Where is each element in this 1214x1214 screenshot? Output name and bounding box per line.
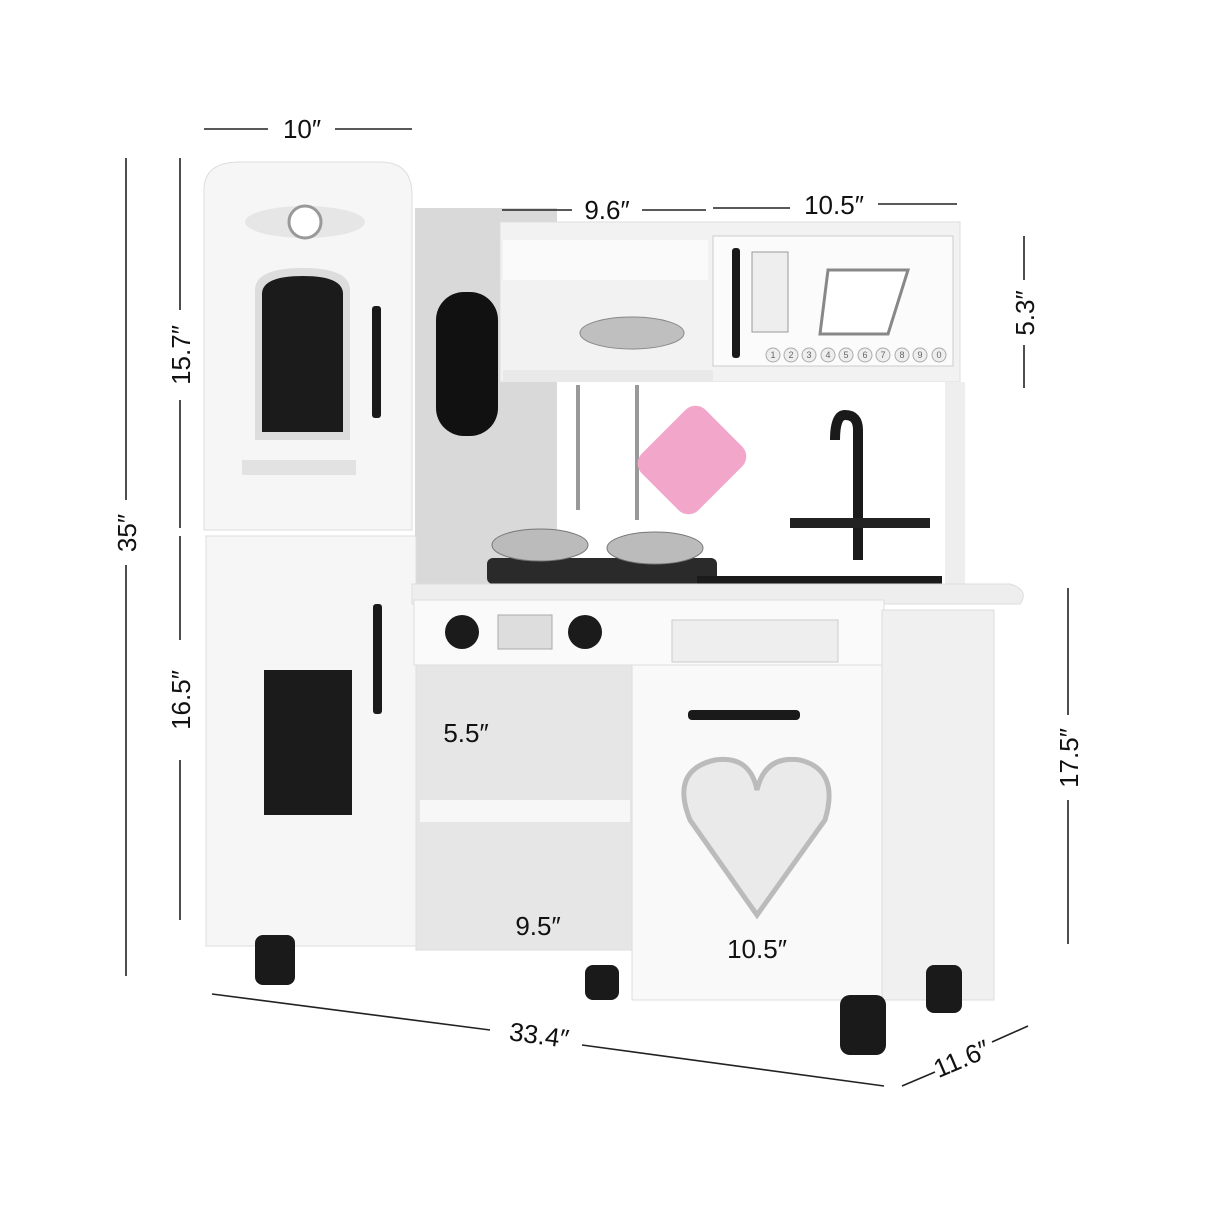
key-label: 5 xyxy=(843,350,848,360)
dim-fridge-lower-height: 16.5″ xyxy=(166,670,196,730)
oven-display xyxy=(497,614,553,650)
microwave-handle xyxy=(732,248,740,358)
leg xyxy=(255,935,295,985)
key-label: 3 xyxy=(806,350,811,360)
countertop xyxy=(411,583,1024,605)
stove-knob-right xyxy=(568,615,602,649)
fridge-upper-handle xyxy=(372,306,381,418)
clock-icon xyxy=(287,204,323,240)
leg xyxy=(585,965,619,1000)
key-label: 6 xyxy=(862,350,867,360)
key xyxy=(820,347,836,363)
pot-icon xyxy=(579,316,685,350)
dim-upper-shelf-width: 9.6″ xyxy=(584,195,629,225)
dim-counter-height: 17.5″ xyxy=(1054,728,1084,788)
leg xyxy=(926,965,962,1013)
middle-shelf xyxy=(420,800,630,822)
phone-icon xyxy=(436,292,498,436)
key-label: 2 xyxy=(788,350,793,360)
vent-grille xyxy=(671,619,839,663)
microwave-window xyxy=(818,268,911,336)
dim-cabinet-width: 10.5″ xyxy=(727,934,787,964)
stove-burners xyxy=(487,558,717,584)
key-label: 1 xyxy=(770,350,775,360)
utensil-shelf xyxy=(503,370,713,382)
dim-fridge-upper-height: 15.7″ xyxy=(166,325,196,385)
faucet-icon xyxy=(830,409,863,560)
key xyxy=(912,347,928,363)
oven-handle xyxy=(688,710,800,720)
dim-total-width: 33.4″ xyxy=(508,1016,571,1054)
key-label: 7 xyxy=(880,350,885,360)
stove-knob-left xyxy=(445,615,479,649)
key-label: 0 xyxy=(936,350,941,360)
leg xyxy=(840,995,886,1055)
dim-shelf-height: 5.5″ xyxy=(443,718,488,748)
key xyxy=(838,347,854,363)
key xyxy=(801,347,817,363)
key xyxy=(894,347,910,363)
side-cabinet xyxy=(881,609,995,1001)
chalkboard xyxy=(262,276,343,432)
key-label: 8 xyxy=(899,350,904,360)
key xyxy=(931,347,947,363)
pink-oven-mitt xyxy=(637,405,747,515)
key-label: 9 xyxy=(917,350,922,360)
fridge-lower-handle xyxy=(373,604,382,714)
dim-shelf-width: 9.5″ xyxy=(515,911,560,941)
faucet-handles xyxy=(790,518,930,528)
key xyxy=(765,347,781,363)
hutch-arch xyxy=(503,240,708,280)
key xyxy=(783,347,799,363)
microwave-keypad xyxy=(751,251,789,333)
key xyxy=(857,347,873,363)
heart-window xyxy=(681,756,832,920)
water-dispenser xyxy=(264,670,352,815)
dim-microwave-width: 10.5″ xyxy=(804,190,864,220)
hutch-side xyxy=(945,382,965,587)
saucepan-icon xyxy=(491,528,589,562)
dim-microwave-height: 5.3″ xyxy=(1010,290,1040,335)
key xyxy=(875,347,891,363)
key-label: 4 xyxy=(825,350,830,360)
dim-fridge-width: 10″ xyxy=(283,114,321,144)
dim-depth: 11.6″ xyxy=(929,1034,994,1084)
microwave-number-keys: 1 2 3 4 5 6 7 8 9 0 xyxy=(765,347,947,363)
dimension-lines xyxy=(125,128,1069,1087)
frying-pan-icon xyxy=(606,531,704,565)
dim-total-height: 35″ xyxy=(112,514,142,552)
fridge-shelf xyxy=(242,460,356,475)
